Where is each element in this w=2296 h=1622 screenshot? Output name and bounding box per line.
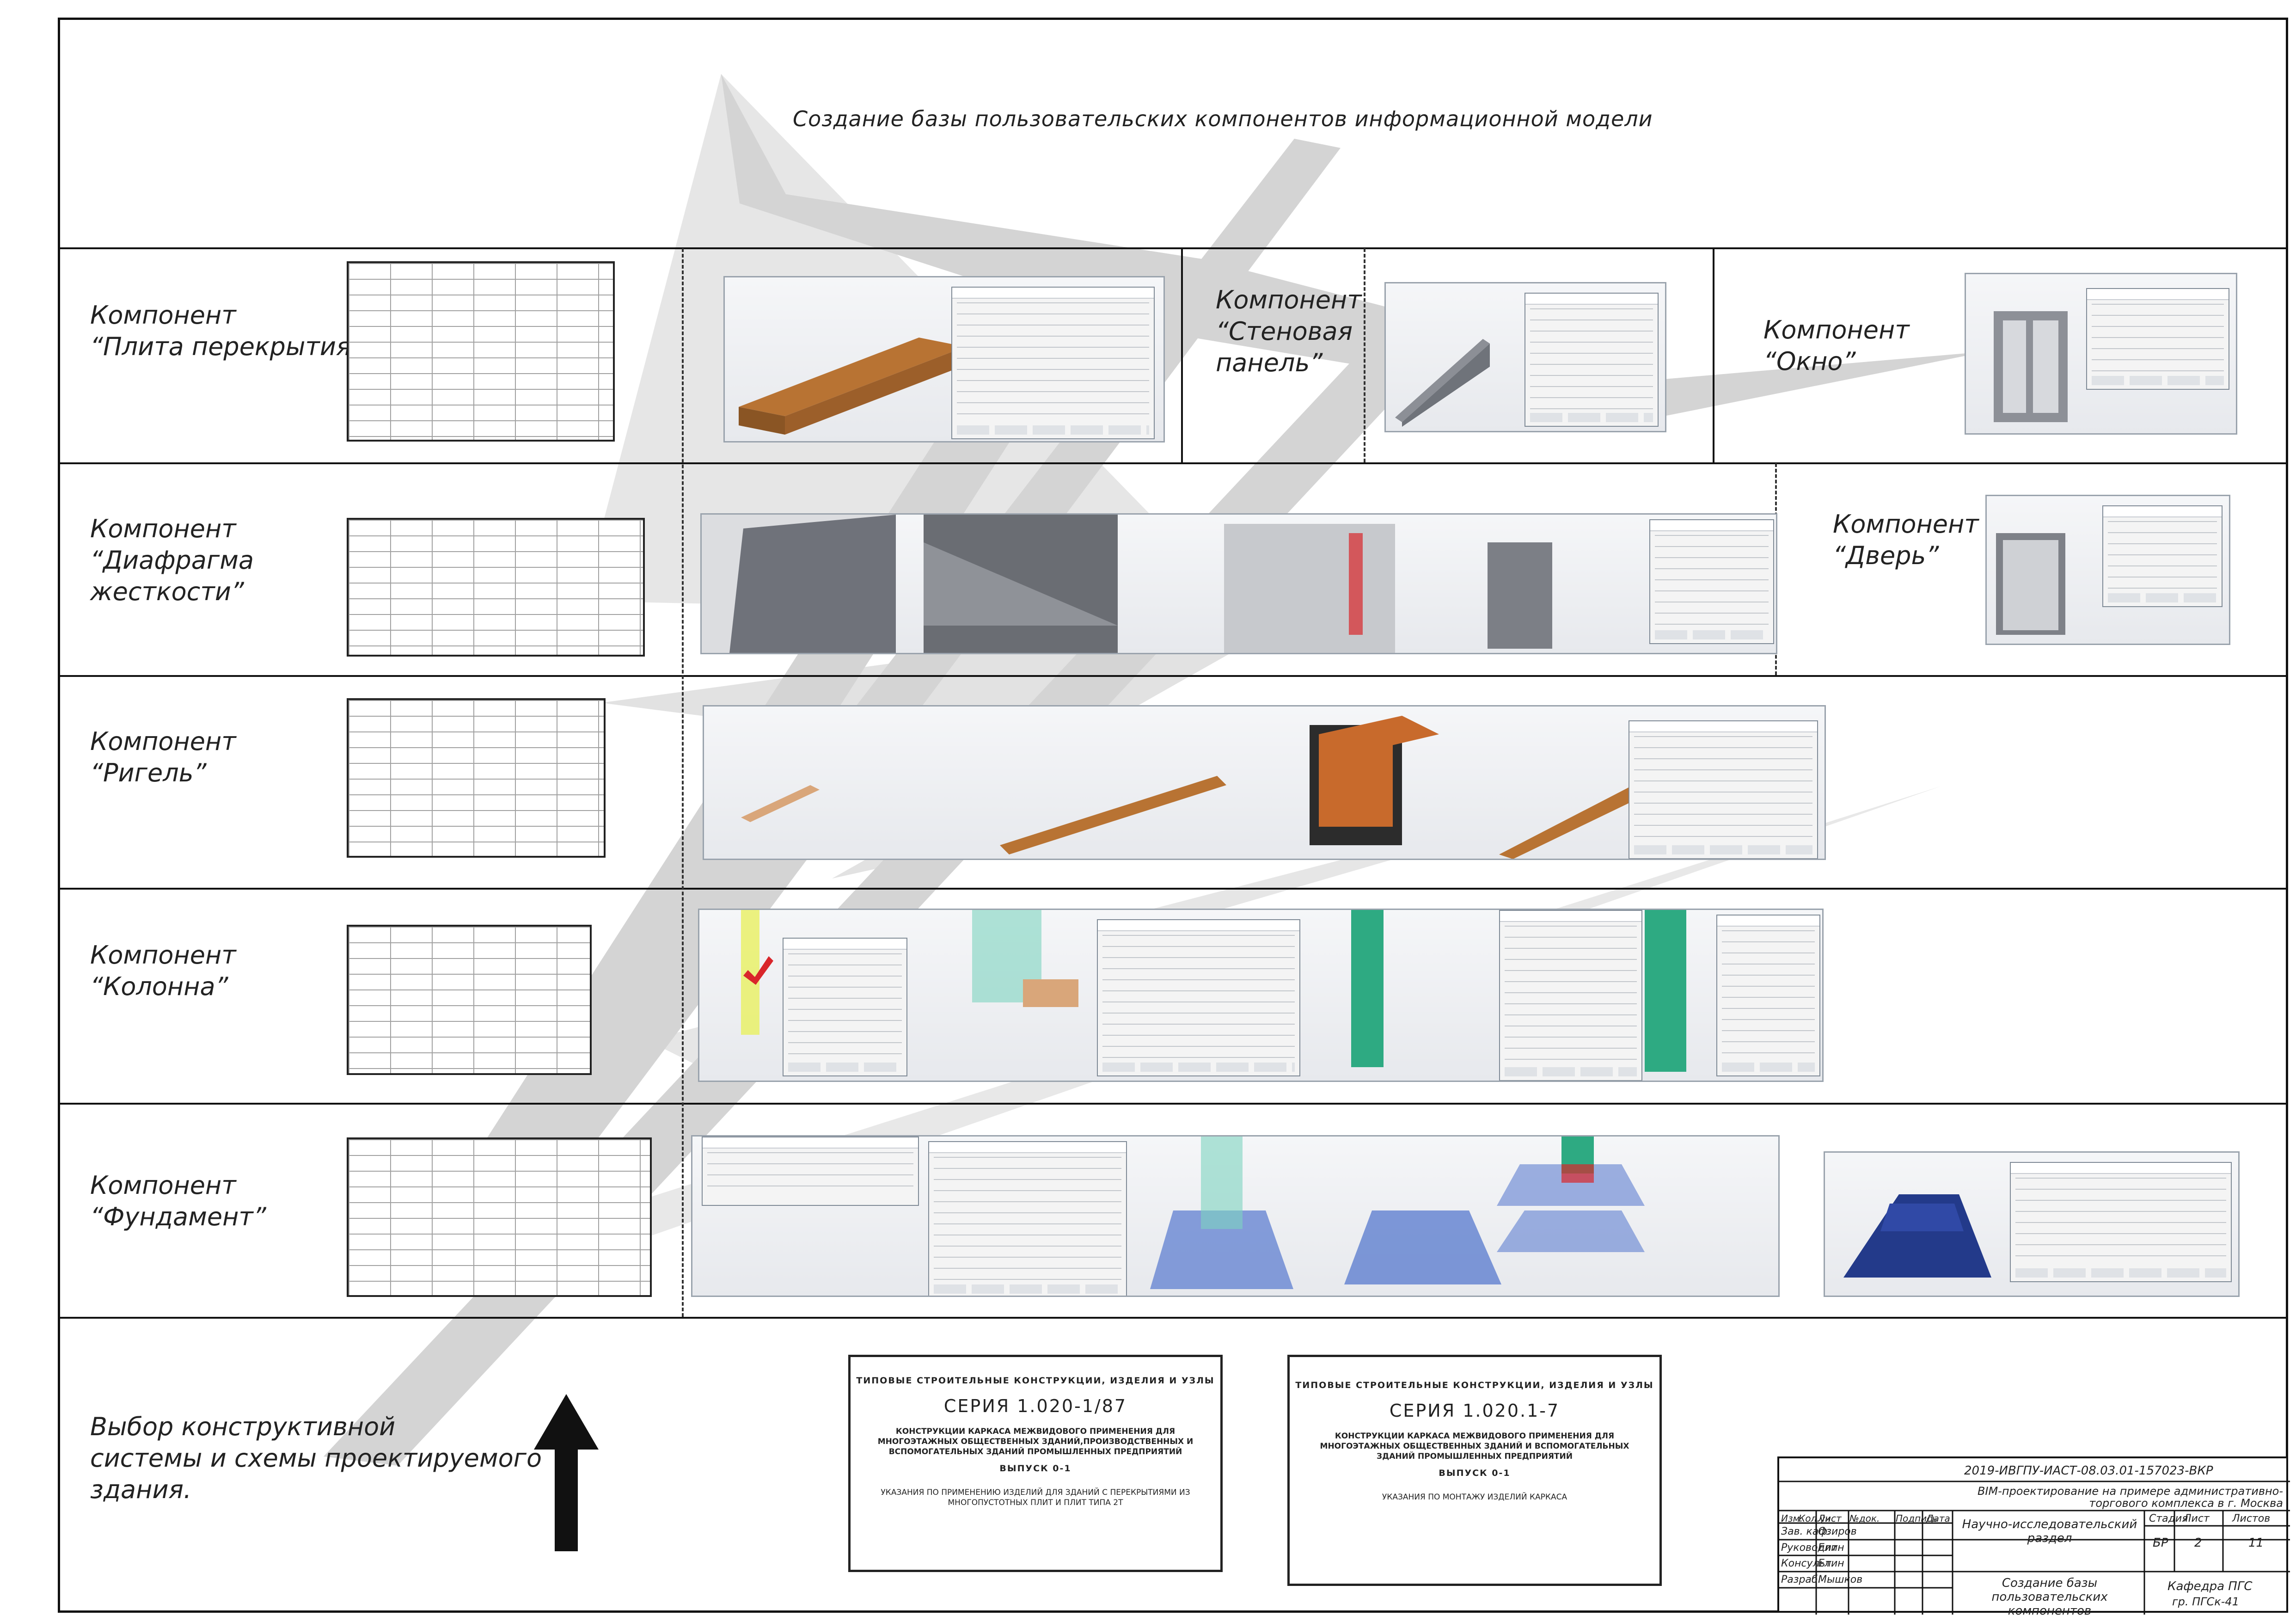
role-supervisor: Руководит. (1781, 1542, 1841, 1554)
title-block: 2019-ИВГПУ-ИАСТ-08.03.01-157023-ВКР ВIМ-… (1777, 1456, 2290, 1618)
spec-table-foundation (347, 1137, 652, 1297)
doc-org: ТИПОВЫЕ СТРОИТЕЛЬНЫЕ КОНСТРУКЦИИ, ИЗДЕЛИ… (856, 1376, 1215, 1386)
row-label-slab: Компонент “Плита перекрытия” (90, 301, 364, 361)
foundation-3d-icon (1150, 1137, 1645, 1289)
name-developer: Мышков (1818, 1574, 1863, 1585)
screenshot-window-model (1965, 273, 2237, 435)
role-consultant: Консульт. (1781, 1558, 1835, 1569)
row-divider (58, 1317, 2288, 1319)
row-label-structural-system: Выбор конструктивной системы и схемы про… (90, 1412, 542, 1504)
column-divider (1364, 248, 1365, 462)
col-ndok: №док. (1849, 1513, 1880, 1524)
door-3d-icon (1996, 533, 2065, 635)
slab-3d-icon (739, 338, 965, 435)
doc-series: СЕРИЯ 1.020-1/87 (943, 1396, 1127, 1416)
doc-series: СЕРИЯ 1.020.1-7 (1389, 1401, 1560, 1421)
diaphragm-3d-icon (702, 515, 1552, 653)
spec-table-diaphragm (347, 518, 645, 657)
spec-table-column (347, 925, 592, 1075)
screenshot-foundation-strip (691, 1135, 1780, 1297)
spec-table-beam (347, 698, 606, 858)
beam-3d-icon (741, 716, 1647, 859)
properties-dialog (1716, 915, 1820, 1076)
col-data: Дата (1926, 1513, 1950, 1524)
wizard-dialog (928, 1141, 1127, 1296)
sheets-value: 11 (2248, 1536, 2264, 1550)
row-divider (58, 247, 2288, 249)
col-list: Лист (1818, 1513, 1842, 1524)
screenshot-foundation-properties (1824, 1151, 2240, 1297)
screenshot-door-model (1985, 495, 2230, 645)
properties-dialog (1525, 293, 1659, 427)
wall-panel-3d-icon (1395, 339, 1490, 427)
sheet-value: 2 (2194, 1536, 2202, 1550)
department-name: Кафедра ПГС (2167, 1579, 2253, 1593)
ribbon-toolbar (702, 1137, 919, 1206)
screenshot-wall-panel-model (1384, 282, 1666, 432)
component-base-dialog (1097, 919, 1300, 1076)
column-divider (1713, 248, 1714, 462)
document-code: 2019-ИВГПУ-ИАСТ-08.03.01-157023-ВКР (1964, 1464, 2213, 1478)
sheet-label: Лист (2184, 1513, 2210, 1524)
properties-dialog (1629, 720, 1818, 859)
row-divider (58, 1103, 2288, 1105)
reference-document-2: ТИПОВЫЕ СТРОИТЕЛЬНЫЕ КОНСТРУКЦИИ, ИЗДЕЛИ… (1287, 1355, 1662, 1586)
screenshot-slab-model (723, 276, 1165, 442)
stage-label: Стадия (2149, 1513, 2188, 1524)
col-kolich: Кол.уч (1799, 1513, 1831, 1524)
doc-org: ТИПОВЫЕ СТРОИТЕЛЬНЫЕ КОНСТРУКЦИИ, ИЗДЕЛИ… (1295, 1380, 1654, 1390)
row-label-foundation: Компонент “Фундамент” (90, 1171, 266, 1231)
properties-dialog (1649, 519, 1774, 644)
properties-dialog (2010, 1162, 2232, 1282)
row-label-beam: Компонент “Ригель” (90, 727, 236, 787)
name-supervisor: Елин (1818, 1542, 1844, 1554)
label-door: Компонент “Дверь” (1833, 510, 1979, 570)
window-3d-icon (1994, 311, 2068, 422)
doc-content: УКАЗАНИЯ ПО ПРИМЕНЕНИЮ ИЗДЕЛИЙ ДЛЯ ЗДАНИ… (881, 1488, 1190, 1507)
doc-subject: КОНСТРУКЦИИ КАРКАСА МЕЖВИДОВОГО ПРИМЕНЕН… (1320, 1432, 1629, 1461)
doc-content: УКАЗАНИЯ ПО МОНТАЖУ ИЗДЕЛИЙ КАРКАСА (1382, 1493, 1567, 1502)
row-label-column: Компонент “Колонна” (90, 940, 236, 1001)
component-catalog-dialog (1499, 910, 1642, 1081)
screenshot-diaphragm-strip (700, 513, 1777, 654)
title-block-grid (1779, 1481, 2290, 1615)
screenshot-beam-strip (703, 705, 1826, 860)
student-group: гр. ПГСк-41 (2172, 1595, 2239, 1608)
properties-dialog (2086, 288, 2229, 390)
drawing-title: Создание базы пользовательских компонент… (1991, 1576, 2108, 1618)
name-head: Озиров (1818, 1526, 1857, 1537)
label-window: Компонент “Окно” (1763, 315, 1910, 376)
reference-document-1: ТИПОВЫЕ СТРОИТЕЛЬНЫЕ КОНСТРУКЦИИ, ИЗДЕЛИ… (848, 1355, 1223, 1572)
screenshot-column-strip (698, 909, 1824, 1082)
doc-issue: ВЫПУСК 0-1 (999, 1463, 1071, 1474)
col-izm: Изм. (1781, 1513, 1803, 1524)
up-arrow-icon (534, 1394, 599, 1551)
sheets-label: Листов (2232, 1513, 2271, 1524)
outer-frame (58, 18, 2288, 1613)
properties-dialog (2102, 505, 2223, 607)
col-podpis: Подпись (1896, 1513, 1937, 1524)
row-divider (58, 888, 2288, 890)
doc-issue: ВЫПУСК 0-1 (1439, 1468, 1511, 1478)
spec-table-slab (347, 261, 615, 442)
role-developer: Разраб. (1781, 1574, 1821, 1585)
project-name: ВIМ-проектирование на примере администра… (1977, 1485, 2283, 1510)
row-divider (58, 675, 2288, 677)
row-label-diaphragm: Компонент “Диафрагма жесткости” (90, 514, 254, 606)
row-divider (58, 462, 2288, 464)
name-consultant: Елин (1818, 1558, 1844, 1569)
foundation-block-icon (1843, 1194, 1991, 1278)
label-wall-panel: Компонент “Стеновая панель” (1216, 285, 1362, 377)
column-divider (682, 248, 684, 1317)
role-head: Зав. каф. (1781, 1526, 1831, 1537)
doc-subject: КОНСТРУКЦИИ КАРКАСА МЕЖВИДОВОГО ПРИМЕНЕН… (877, 1427, 1194, 1456)
wizard-dialog (783, 938, 907, 1076)
stage-value: БР (2153, 1536, 2168, 1550)
properties-dialog (951, 287, 1155, 439)
column-divider (1181, 248, 1183, 462)
section-name: Научно-исследовательский раздел (1962, 1518, 2137, 1545)
page-title: Создание базы пользовательских компонент… (793, 106, 1653, 131)
